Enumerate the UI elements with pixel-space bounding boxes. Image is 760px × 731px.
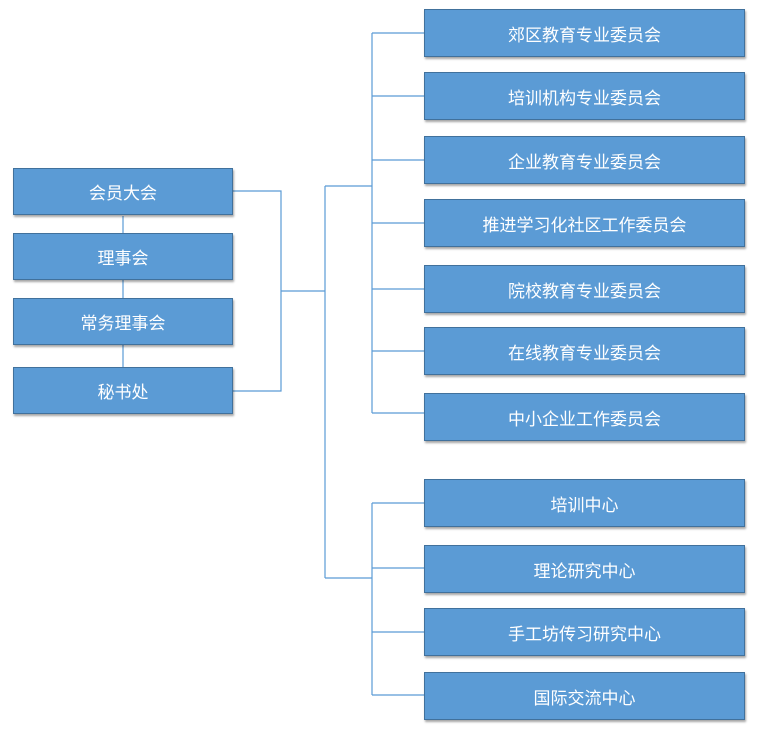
left-bracket	[233, 190, 282, 392]
box-label: 理事会	[97, 249, 149, 269]
box-committee-learning-community: 推进学习化社区工作委员会	[424, 199, 745, 247]
box-label: 企业教育专业委员会	[508, 152, 661, 173]
box-committee-enterprise: 企业教育专业委员会	[424, 136, 745, 184]
box-center-training: 培训中心	[424, 479, 745, 527]
box-label: 理论研究中心	[533, 561, 636, 582]
box-label: 培训中心	[550, 495, 619, 516]
box-label: 郊区教育专业委员会	[508, 25, 661, 46]
box-committee-online: 在线教育专业委员会	[424, 327, 745, 375]
box-label: 常务理事会	[80, 314, 166, 334]
box-label: 院校教育专业委员会	[508, 281, 661, 302]
box-committee-suburban: 郊区教育专业委员会	[424, 9, 745, 57]
box-standing-council: 常务理事会	[13, 298, 233, 345]
box-center-handicraft: 手工坊传习研究中心	[424, 608, 745, 656]
box-label: 会员大会	[89, 184, 157, 204]
box-center-theory-research: 理论研究中心	[424, 545, 745, 593]
box-secretariat: 秘书处	[13, 367, 233, 414]
box-label: 国际交流中心	[533, 688, 636, 709]
box-council: 理事会	[13, 233, 233, 280]
box-center-international: 国际交流中心	[424, 672, 745, 720]
box-label: 秘书处	[97, 383, 149, 403]
box-label: 中小企业工作委员会	[508, 409, 661, 430]
box-label: 推进学习化社区工作委员会	[482, 215, 687, 236]
box-committee-sme: 中小企业工作委员会	[424, 393, 745, 441]
box-general-assembly: 会员大会	[13, 168, 233, 215]
box-committee-college: 院校教育专业委员会	[424, 265, 745, 313]
box-label: 在线教育专业委员会	[508, 343, 661, 364]
box-label: 手工坊传习研究中心	[508, 624, 661, 645]
box-label: 培训机构专业委员会	[508, 88, 661, 109]
box-committee-training-institutions: 培训机构专业委员会	[424, 72, 745, 120]
